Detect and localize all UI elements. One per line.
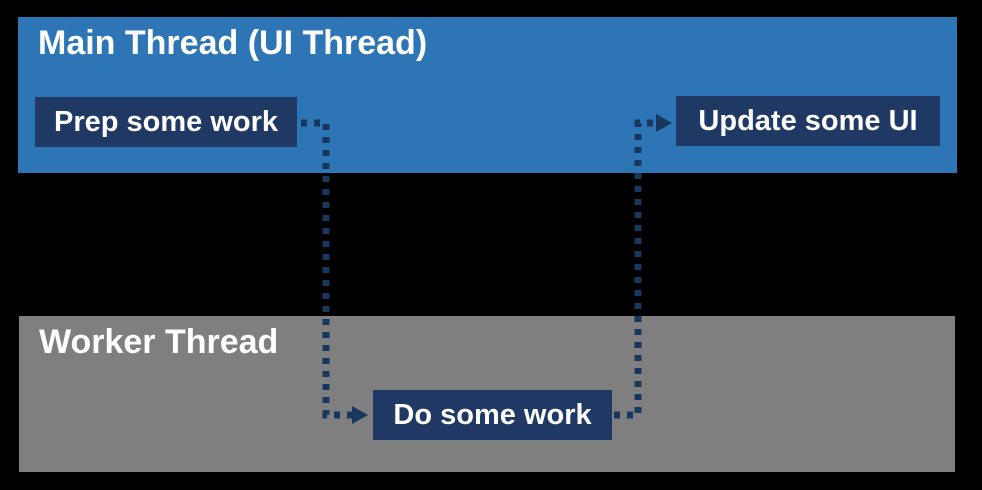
worker-thread-title: Worker Thread <box>39 323 279 361</box>
main-thread-title: Main Thread (UI Thread) <box>38 24 428 62</box>
main-thread-lane: Main Thread (UI Thread) <box>18 17 957 173</box>
worker-thread-lane: Worker Thread <box>19 316 955 472</box>
node-update-some-ui: Update some UI <box>676 96 940 146</box>
node-do-some-work: Do some work <box>373 390 612 440</box>
node-prep-some-work: Prep some work <box>35 97 297 147</box>
